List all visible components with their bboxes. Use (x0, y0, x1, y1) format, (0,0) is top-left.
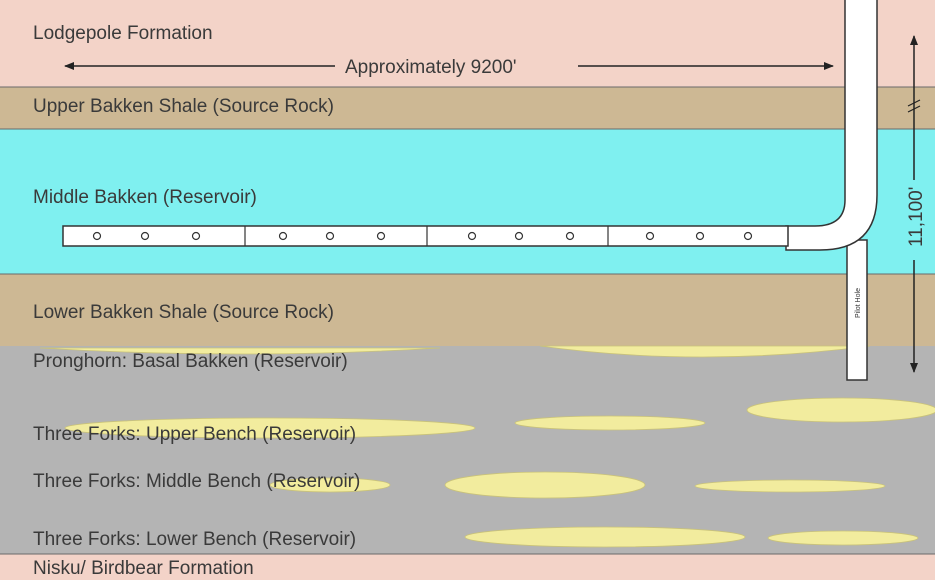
horizontal-length-label: Approximately 9200' (345, 57, 517, 78)
middle-bakken-layer (0, 129, 935, 274)
tf-lower-label: Three Forks: Lower Bench (Reservoir) (33, 529, 356, 550)
reservoir-lens (514, 415, 706, 431)
pilot-hole-label: Pilot Hole (855, 288, 862, 318)
reservoir-lens (746, 397, 935, 423)
horizontal-lateral (62, 225, 789, 247)
scale-break-icon (907, 99, 921, 113)
middle-bakken-label: Middle Bakken (Reservoir) (33, 187, 257, 208)
lodgepole-label: Lodgepole Formation (33, 23, 213, 44)
reservoir-lens (39, 347, 441, 355)
reservoir-lens (464, 526, 746, 548)
perforation-ports (92, 231, 753, 241)
reservoir-lens (767, 530, 919, 546)
lodgepole-layer (0, 0, 935, 87)
upper-bakken-layer (0, 87, 935, 129)
reservoir-lenses (39, 345, 935, 548)
tf-middle-label: Three Forks: Middle Bench (Reservoir) (33, 471, 360, 492)
three-forks-layer (0, 346, 935, 554)
nisku-layer (0, 554, 935, 580)
vertical-depth-label: 11,100' (906, 187, 927, 247)
reservoir-lens (64, 417, 476, 439)
reservoir-lens (694, 479, 886, 493)
lower-bakken-layer (0, 274, 935, 346)
nisku-label: Nisku/ Birdbear Formation (33, 558, 254, 579)
upper-bakken-label: Upper Bakken Shale (Source Rock) (33, 96, 334, 117)
reservoir-lens (269, 477, 391, 493)
wellbore-curve (785, 0, 878, 251)
lower-bakken-label: Lower Bakken Shale (Source Rock) (33, 302, 334, 323)
reservoir-lens (539, 345, 871, 358)
tf-upper-label: Three Forks: Upper Bench (Reservoir) (33, 424, 356, 445)
pronghorn-label: Pronghorn: Basal Bakken (Reservoir) (33, 351, 348, 372)
reservoir-lens (444, 471, 646, 499)
